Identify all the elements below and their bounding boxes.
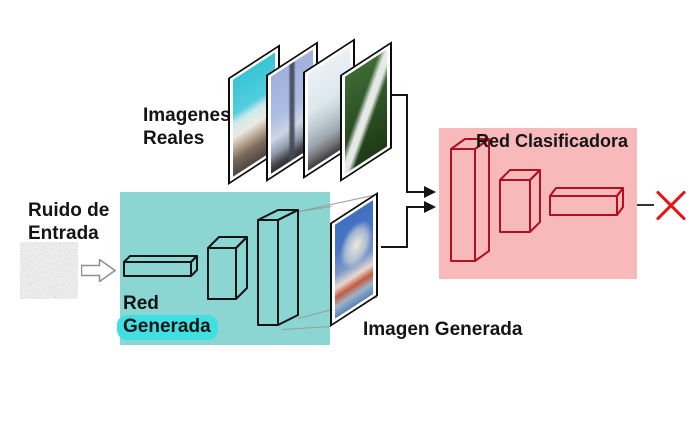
generator-label: Red Generada: [117, 292, 218, 340]
input-noise-line2: Entrada: [28, 223, 99, 244]
classifier-label: Red Clasificadora: [476, 131, 629, 151]
conv-block-3d: [123, 255, 198, 277]
generated-image-label: Imagen Generada: [363, 319, 523, 340]
hollow-right-arrow-icon: [81, 259, 116, 282]
arrow-real-h2: [406, 191, 425, 193]
real-images-label: Imagenes Reales: [143, 104, 231, 150]
arrow-real-head: [424, 186, 436, 198]
arrow-gen-h2: [406, 206, 425, 208]
generator-line2-highlight: Generada: [117, 315, 218, 340]
arrow-gen-h1: [381, 246, 408, 248]
conv-block-3d: [499, 169, 541, 233]
real-image-photo-4: [345, 49, 387, 174]
classifier-box: [439, 128, 637, 279]
input-noise-line1: Ruido de: [28, 200, 110, 221]
input-noise-label: Ruido de Entrada: [28, 199, 109, 245]
conv-block-3d: [450, 138, 490, 262]
conv-block-3d: [257, 209, 299, 326]
generated-image-panel: [330, 191, 378, 327]
generated-image-photo: [335, 200, 373, 319]
arrow-real-h1: [383, 94, 408, 96]
arrow-gen-head: [424, 201, 436, 213]
arrow-gen-v: [406, 207, 408, 248]
conv-block-3d: [549, 187, 624, 216]
noise-texture-icon: [20, 242, 78, 299]
arrow-real-v: [406, 94, 408, 193]
conv-block-3d: [207, 236, 248, 300]
real-images-line1: Imagenes: [143, 105, 231, 126]
output-connector: [637, 204, 654, 206]
real-images-line2: Reales: [143, 128, 205, 149]
generator-line1: Red: [123, 293, 159, 314]
